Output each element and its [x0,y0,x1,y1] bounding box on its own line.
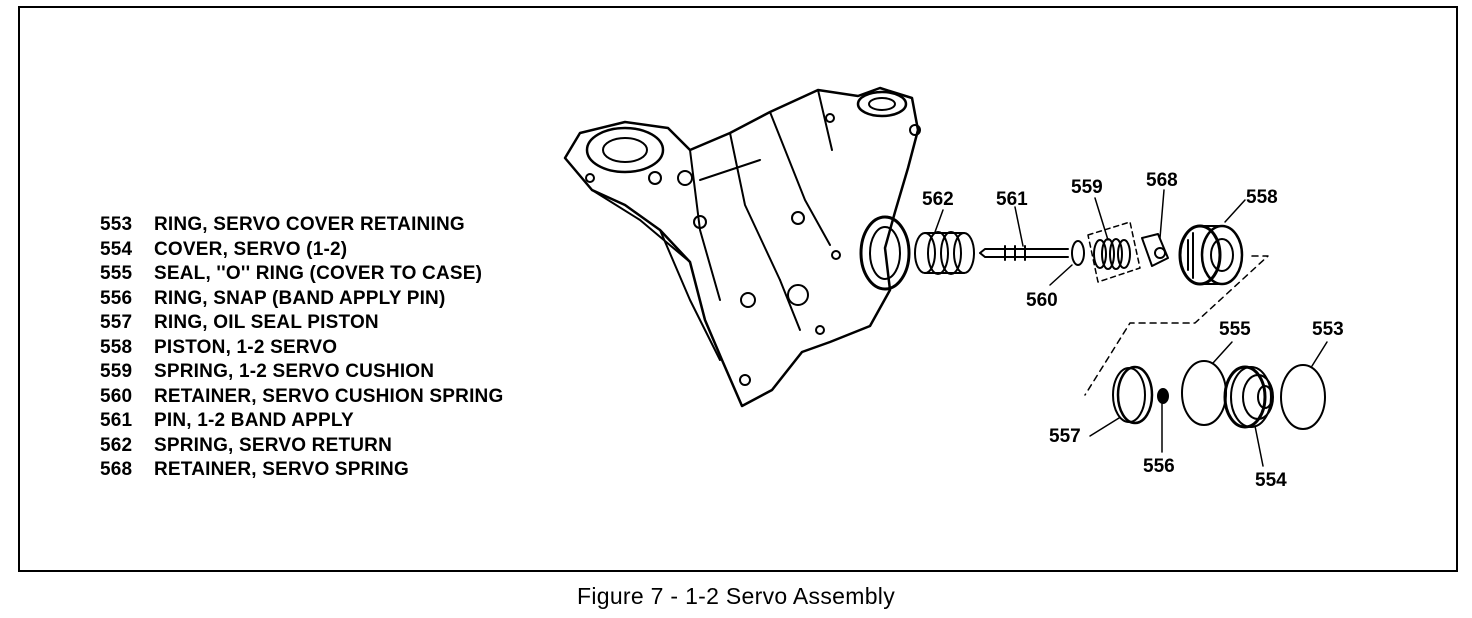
legend-text: RETAINER, SERVO CUSHION SPRING [154,385,504,407]
servo-return-spring [914,231,975,275]
band-apply-pin [979,245,1069,261]
cover-retaining-ring [1280,364,1326,430]
callout-560: 560 [1026,290,1058,311]
legend-item: 556 RING, SNAP (BAND APPLY PIN) [100,287,503,312]
servo-piston [1178,224,1244,286]
legend-item: 557 RING, OIL SEAL PISTON [100,311,503,336]
callout-554: 554 [1255,470,1287,491]
legend-number: 562 [100,434,133,456]
legend-number: 553 [100,214,133,235]
legend-number: 561 [100,410,133,431]
legend-text: RING, SNAP (BAND APPLY PIN) [154,287,446,309]
legend-number: 559 [100,361,133,382]
legend-text: RING, OIL SEAL PISTON [154,312,379,333]
legend-item: 554 COVER, SERVO (1-2) [100,238,503,263]
o-ring-seal [1181,360,1227,426]
callout-568: 568 [1146,170,1178,191]
legend-text: SPRING, SERVO RETURN [154,434,393,456]
legend-text: SPRING, 1-2 SERVO CUSHION [154,361,435,382]
legend-item: 555 SEAL, ''O'' RING (COVER TO CASE) [100,262,503,287]
legend-number: 560 [100,385,133,407]
servo-spring-retainer [1141,233,1169,267]
legend-item: 568 RETAINER, SERVO SPRING [100,458,503,483]
callout-559: 559 [1071,177,1103,198]
leader-lines [934,189,1328,467]
callout-553: 553 [1312,319,1344,340]
servo-cover [1223,365,1274,429]
callout-557: 557 [1049,426,1081,447]
callout-558: 558 [1246,187,1278,208]
callout-556: 556 [1143,456,1175,477]
legend-number: 558 [100,336,133,358]
transmission-case [563,86,921,408]
figure-frame [18,6,1458,572]
legend-number: 555 [100,263,133,284]
legend-number: 557 [100,312,133,333]
legend-item: 559 SPRING, 1-2 SERVO CUSHION [100,360,503,385]
legend-item: 561 PIN, 1-2 BAND APPLY [100,409,503,434]
alignment-line [1084,255,1269,396]
callout-labels: 562 561 559 568 558 560 555 553 557 556 … [922,170,1344,491]
callout-555: 555 [1219,319,1251,340]
parts-legend: 553 RING, SERVO COVER RETAINING 554 COVER,… [100,213,503,483]
legend-item: 562 SPRING, SERVO RETURN [100,434,503,459]
legend-text: RING, SERVO COVER RETAINING [154,214,465,235]
legend-text: PISTON, 1-2 SERVO [154,336,338,358]
legend-item: 558 PISTON, 1-2 SERVO [100,336,503,361]
legend-item: 560 RETAINER, SERVO CUSHION SPRING [100,385,503,410]
figure-caption: Figure 7 - 1-2 Servo Assembly [576,583,896,609]
legend-text: COVER, SERVO (1-2) [154,238,348,260]
legend-item: 553 RING, SERVO COVER RETAINING [100,213,503,238]
legend-number: 556 [100,287,133,309]
callout-561: 561 [996,189,1028,210]
cushion-spring [1087,221,1141,283]
callout-562: 562 [922,189,954,210]
snap-ring [1157,388,1169,404]
legend-number: 568 [100,459,133,480]
oil-seal-ring [1112,365,1154,425]
legend-number: 554 [100,238,133,260]
legend-text: PIN, 1-2 BAND APPLY [154,410,354,431]
cushion-spring-retainer [1071,240,1085,266]
legend-text: RETAINER, SERVO SPRING [154,459,409,480]
legend-text: SEAL, ''O'' RING (COVER TO CASE) [154,263,483,284]
